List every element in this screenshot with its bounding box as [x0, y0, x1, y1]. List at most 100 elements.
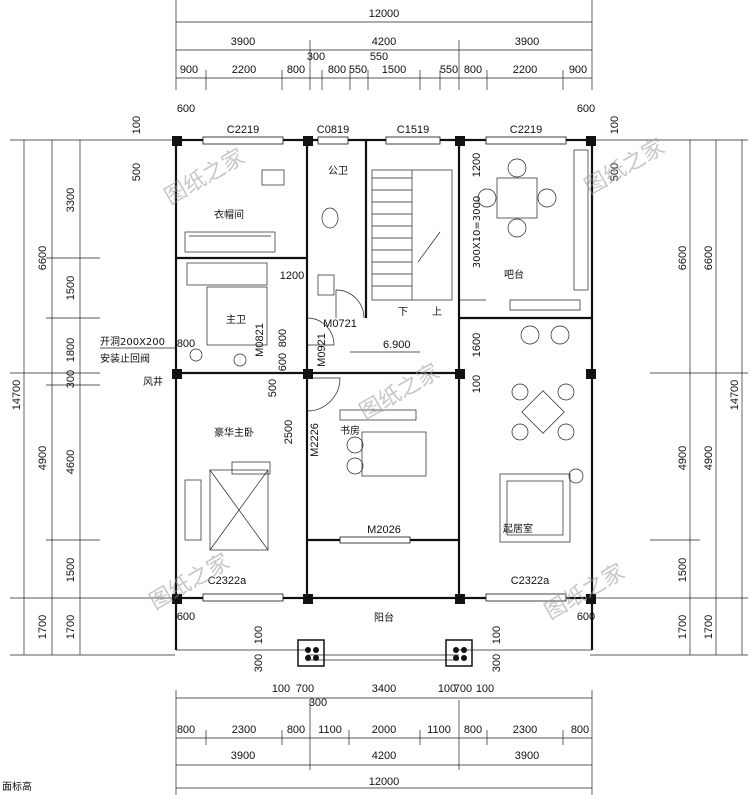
windows: C2219 C0819 C1519 C2219 C2322a C2322a [202, 124, 567, 602]
window-c2219-left: C2219 [227, 124, 259, 136]
dim-bottom-small-9: 800 [571, 724, 589, 736]
dim-top-small-8: 550 [440, 64, 458, 76]
dim-top-small-6: 550 [349, 64, 367, 76]
dim-misc-6: 500 [609, 163, 621, 181]
dim-bottom-small-7: 800 [464, 724, 482, 736]
room-labels: 衣帽间 公卫 主卫 豪华主卧 吧台 书房 起居室 阳台 风井 [143, 166, 533, 624]
dim-top-small-2: 2200 [232, 64, 256, 76]
dim-bottom-small-6: 1100 [427, 724, 451, 736]
bottom-dimensions: 800 2300 800 1100 2000 1100 800 2300 800… [175, 683, 593, 795]
dim-misc-14: 500 [267, 379, 279, 397]
note-level: 6.900 [383, 339, 411, 351]
door-m0921: M0921 [316, 333, 328, 367]
stairs: 下 上 [371, 169, 453, 318]
doors: M0721 M0821 M0921 M2226 M2026 [254, 289, 486, 536]
right-dimensions: 14700 6600 4900 1700 6600 4900 1500 1700 [590, 139, 748, 656]
dim-top-mid-2: 4200 [372, 36, 396, 48]
dim-bottom-small-4: 1100 [318, 724, 342, 736]
note-stair-dim: 300X10=3000 [472, 196, 483, 269]
dim-right-outer: 14700 [729, 380, 741, 411]
dim-left-inner-7: 1700 [65, 615, 77, 639]
dim-misc-21: 2500 [283, 420, 295, 444]
note-opening: 开洞200X200 [100, 336, 165, 348]
dim-misc-8: 600 [577, 611, 595, 623]
dim-left-inner-5: 4600 [65, 450, 77, 474]
window-c1519: C1519 [397, 124, 429, 136]
dim-left-inner-1: 3300 [65, 188, 77, 212]
dim-misc-10: 100 [491, 626, 503, 644]
dim-bottom-small-8: 2300 [513, 724, 537, 736]
room-public-wc: 公卫 [328, 166, 348, 177]
dim-top-small-3: 800 [287, 64, 305, 76]
dim-bottom-row1-3: 300 [309, 697, 327, 709]
dim-top-total: 12000 [369, 8, 400, 20]
dim-right-mid-1: 6600 [703, 246, 715, 270]
note-footer: 面标高 [2, 780, 32, 793]
dim-bottom-small-5: 2000 [372, 724, 396, 736]
window-c2322a-left: C2322a [208, 575, 247, 587]
dim-misc-17: 1200 [280, 270, 304, 282]
dim-left-outer: 14700 [11, 380, 23, 411]
furniture [184, 149, 589, 551]
dim-bottom-row1-2: 700 [296, 683, 314, 695]
dim-bottom-mid-2: 4200 [372, 750, 396, 762]
dim-left-mid-1: 6600 [37, 246, 49, 270]
notes: 开洞200X200 安装止回阀 300X10=3000 6.900 面标高 [2, 196, 483, 793]
dim-right-inner-4: 1700 [677, 615, 689, 639]
room-study: 书房 [340, 424, 360, 437]
dim-misc-15: 600 [277, 353, 289, 371]
dim-misc-11: 300 [253, 654, 265, 672]
dim-left-inner-6: 1500 [65, 558, 77, 582]
dim-top-small-10: 2200 [513, 64, 537, 76]
dim-bottom-row1-7: 100 [476, 683, 494, 695]
dim-left-mid-2: 4900 [37, 446, 49, 470]
dim-misc-2: 100 [131, 116, 143, 134]
door-m0821: M0821 [254, 323, 266, 357]
dim-bottom-small-3: 800 [287, 724, 305, 736]
door-m0721: M0721 [323, 318, 357, 330]
watermark-3: 图纸之家 [356, 360, 445, 426]
dim-right-mid-3: 1700 [703, 615, 715, 639]
dim-bottom-small-1: 800 [177, 724, 195, 736]
top-dimensions: 12000 3900 4200 3900 900 2200 800 300 80… [175, 0, 593, 90]
dim-misc-7: 600 [177, 611, 195, 623]
dim-left-inner-3: 1800 [65, 338, 77, 362]
dim-right-inner-1: 6600 [677, 246, 689, 270]
dim-top-small-11: 900 [569, 64, 587, 76]
dim-top-mid-3: 3900 [515, 36, 539, 48]
dim-bottom-row1-1: 100 [272, 683, 290, 695]
dim-misc-5: 100 [609, 116, 621, 134]
dim-bottom-row1-4: 3400 [372, 683, 396, 695]
dim-top-small-7: 1500 [382, 64, 406, 76]
dim-bottom-small-2: 2300 [232, 724, 256, 736]
dim-misc-19: 1600 [471, 333, 483, 357]
room-balcony: 阳台 [374, 611, 394, 624]
door-m2026: M2026 [367, 524, 401, 536]
dim-top-small-1: 900 [180, 64, 198, 76]
dim-left-inner-2: 1500 [65, 276, 77, 300]
watermarks: 图纸之家 图纸之家 图纸之家 图纸之家 图纸之家 [146, 135, 670, 626]
room-master-bed: 豪华主卧 [214, 426, 254, 439]
dim-left-inner-4: 300 [65, 370, 77, 388]
dim-bottom-total: 12000 [369, 776, 400, 788]
dim-top-small-5: 800 [328, 64, 346, 76]
dim-misc-20: 100 [471, 375, 483, 393]
dim-bottom-mid-1: 3900 [231, 750, 255, 762]
window-c0819: C0819 [317, 124, 349, 136]
stair-down-label: 下 [398, 307, 408, 318]
dim-right-inner-3: 1500 [677, 558, 689, 582]
left-dimensions: 14700 6600 4900 1700 3300 1500 1800 300 … [10, 139, 175, 656]
window-c2322a-right: C2322a [511, 575, 550, 587]
dim-top-small-9: 800 [464, 64, 482, 76]
dim-top-mid-1: 3900 [231, 36, 255, 48]
room-cloak: 衣帽间 [214, 208, 244, 221]
dim-misc-12: 300 [491, 654, 503, 672]
dim-misc-13: 800 [177, 338, 195, 350]
window-c2219-right: C2219 [510, 124, 542, 136]
misc-dimensions: 600 100 500 600 100 500 600 600 100 100 … [131, 103, 621, 672]
stair-up-label: 上 [432, 306, 442, 318]
dim-top-small-4: 300 [307, 51, 325, 63]
columns [172, 136, 596, 667]
